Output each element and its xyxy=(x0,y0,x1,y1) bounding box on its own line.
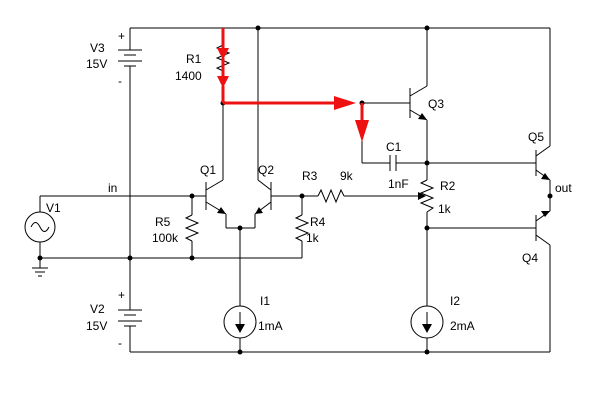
transistor-q2: Q2 xyxy=(254,28,318,228)
q5-label: Q5 xyxy=(528,130,544,144)
i1-value: 1mA xyxy=(258,319,283,333)
r2-label: R2 xyxy=(440,179,456,193)
current-source-i1: I1 1mA xyxy=(223,294,283,352)
input-label: in xyxy=(108,181,117,195)
battery-v2: + - V2 15V xyxy=(86,258,142,352)
v2-value: 15V xyxy=(86,319,107,333)
transistor-q4: Q4 xyxy=(522,196,551,265)
capacitor-c1: C1 1nF xyxy=(361,103,536,191)
output-node: out xyxy=(555,181,572,195)
battery-v3: + - V3 15V xyxy=(86,28,142,258)
current-flow-highlight xyxy=(217,28,369,142)
resistor-r3: R3 9k xyxy=(302,169,418,204)
v1-label: V1 xyxy=(46,201,61,215)
ac-source-v1: V1 xyxy=(24,196,61,268)
v3-label: V3 xyxy=(90,41,105,55)
i1-label: I1 xyxy=(260,294,270,308)
resistor-r1: R1 1400 xyxy=(175,44,231,180)
r1-label: R1 xyxy=(186,52,202,66)
q4-label: Q4 xyxy=(522,251,538,265)
v2-minus-sign: - xyxy=(118,336,122,350)
r5-value: 100k xyxy=(152,231,179,245)
input-wire: in xyxy=(40,181,206,197)
r1-value: 1400 xyxy=(175,69,202,83)
resistor-r4: R4 1k xyxy=(294,196,326,258)
r2-value: 1k xyxy=(438,202,452,216)
c1-value: 1nF xyxy=(388,177,409,191)
ground-symbol xyxy=(32,267,48,277)
bottom-rail xyxy=(130,245,551,353)
v2-plus-sign: + xyxy=(118,288,125,302)
emitter-node xyxy=(226,227,255,306)
transistor-q5: Q5 xyxy=(528,125,551,196)
v3-minus-sign: - xyxy=(118,74,122,88)
r4-value: 1k xyxy=(306,231,320,245)
i2-value: 2mA xyxy=(450,319,475,333)
q3-label: Q3 xyxy=(428,97,444,111)
potentiometer-r2: R2 1k xyxy=(418,179,536,306)
v2-label: V2 xyxy=(90,302,105,316)
r3-value: 9k xyxy=(340,169,354,183)
transistor-q1: Q1 xyxy=(200,163,227,228)
i2-label: I2 xyxy=(450,294,460,308)
current-source-i2: I2 2mA xyxy=(410,294,475,352)
r4-label: R4 xyxy=(310,215,326,229)
r5-label: R5 xyxy=(155,215,171,229)
output-label: out xyxy=(555,181,572,195)
q1-label: Q1 xyxy=(200,163,216,177)
r3-label: R3 xyxy=(302,169,318,183)
q2-label: Q2 xyxy=(258,163,274,177)
v3-plus-sign: + xyxy=(118,29,125,43)
transistor-q3: Q3 xyxy=(362,28,444,180)
c1-label: C1 xyxy=(386,140,402,154)
v3-value: 15V xyxy=(86,57,107,71)
resistor-r5: R5 100k xyxy=(152,196,200,258)
